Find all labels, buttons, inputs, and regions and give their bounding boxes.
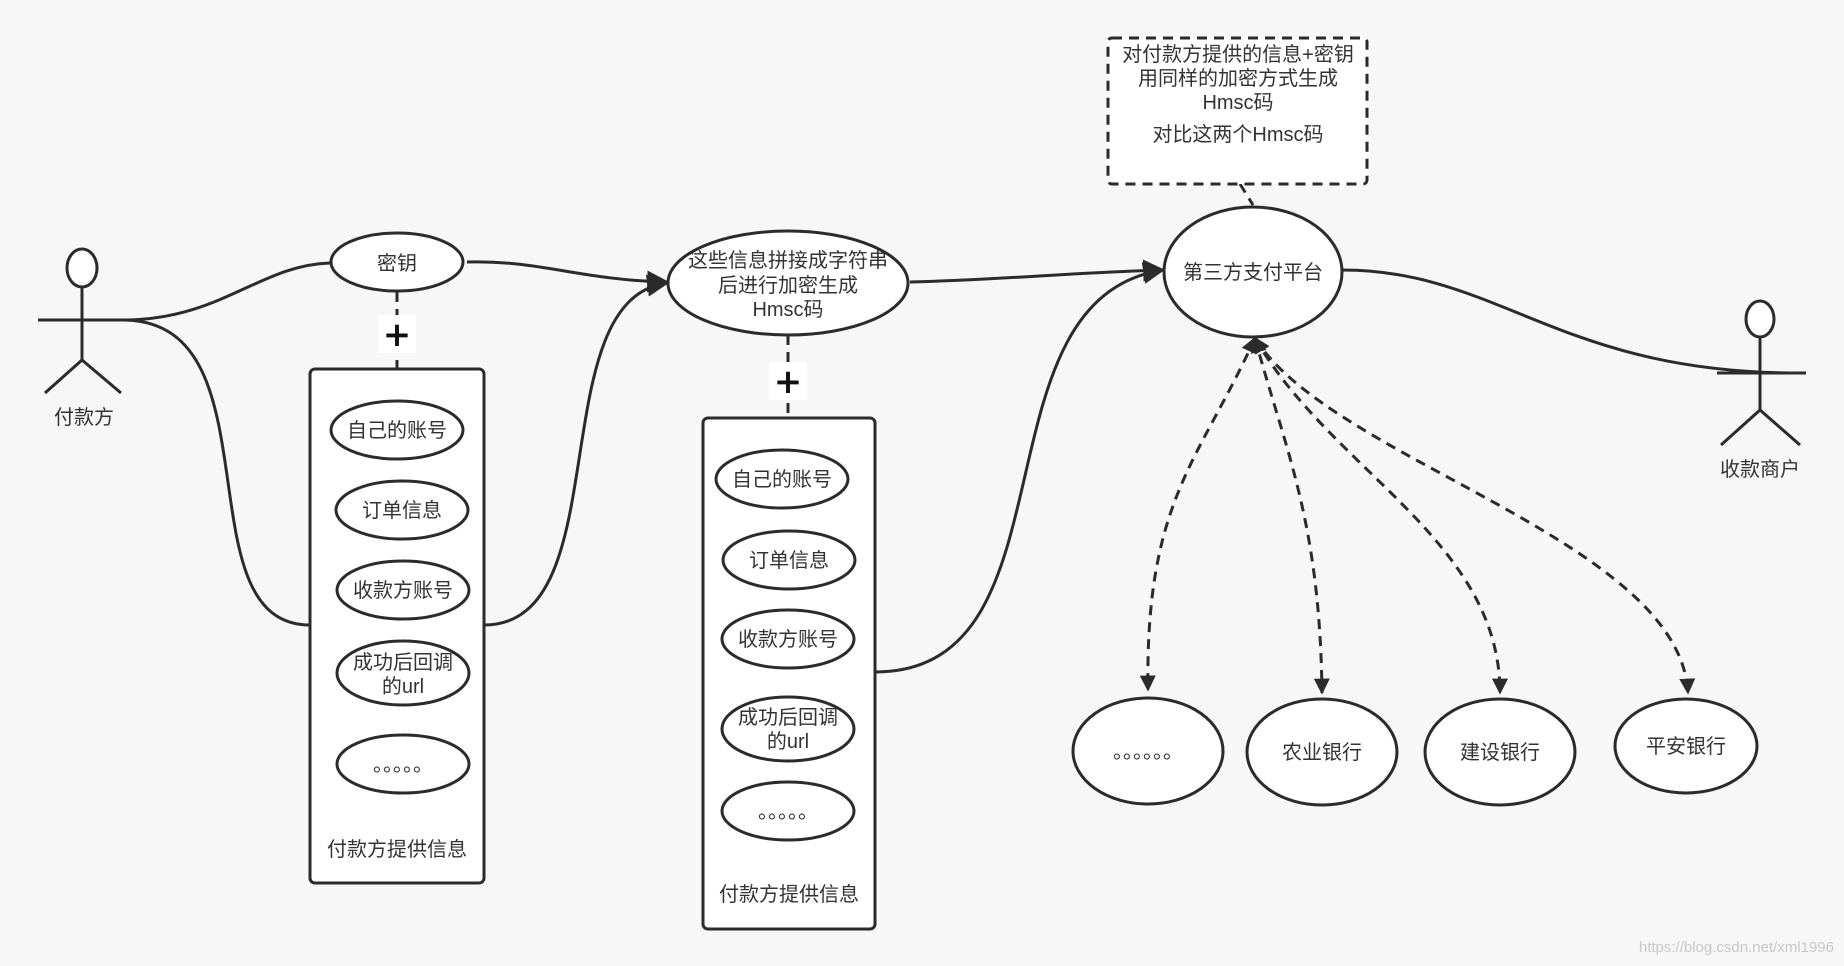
plus-bg-1 — [378, 315, 416, 353]
info-box-1-item-4 — [335, 639, 471, 707]
plus-sign-2: + — [774, 362, 803, 402]
info-box-2[interactable] — [701, 416, 877, 931]
info-box-1-item-5-label: 。。。。。 — [373, 754, 433, 776]
plus-bg-2 — [769, 362, 807, 400]
merchant-label: 收款商户 — [1720, 458, 1800, 481]
edge-platform-bank-4[interactable] — [1253, 336, 1696, 695]
info-box-2-item-1 — [714, 448, 850, 510]
hmsc-gen-line-1: 这些信息拼接成字符串 — [688, 249, 888, 272]
info-box-2-item-3-label: 收款方账号 — [738, 628, 838, 651]
platform-label: 第三方支付平台 — [1183, 261, 1323, 284]
info-box-2-item-4 — [720, 695, 856, 763]
edge-payer-to-infobox1 — [122, 318, 311, 627]
note-line-1: 对付款方提供的信息+密钥 — [1122, 43, 1354, 66]
note-line-2: 用同样的加密方式生成 — [1138, 67, 1338, 90]
info-box-2-caption: 付款方提供信息 — [719, 883, 859, 906]
info-box-1-caption: 付款方提供信息 — [327, 838, 467, 861]
hmsc-generation-node[interactable] — [666, 229, 910, 337]
info-box-1[interactable] — [308, 367, 486, 885]
info-box-1-item-4-label-2: 的url — [382, 675, 424, 698]
edge-payer-to-key — [122, 261, 331, 322]
note-line-4: 对比这两个Hmsc码 — [1152, 123, 1323, 146]
info-box-1-item-3-label: 收款方账号 — [353, 579, 453, 602]
info-box-1-item-1-label: 自己的账号 — [347, 419, 447, 442]
info-box-2-item-5 — [720, 780, 856, 842]
edge-infobox2-to-platform[interactable] — [874, 262, 1166, 674]
plus-sign-1: + — [383, 315, 412, 355]
edge-hmsc-to-platform[interactable] — [909, 259, 1166, 284]
info-box-2-item-5-label: 。。。。。 — [758, 801, 818, 823]
info-box-2-item-1-label: 自己的账号 — [732, 468, 832, 491]
info-box-1-item-5 — [335, 733, 471, 795]
note-line-3: Hmsc码 — [1202, 92, 1273, 114]
edge-infobox1-to-hmsc[interactable] — [483, 274, 670, 627]
payer-actor-icon[interactable] — [38, 247, 126, 395]
bank-node-1[interactable] — [1071, 696, 1225, 806]
bank-node-3[interactable] — [1423, 697, 1577, 807]
edge-platform-bank-2[interactable] — [1251, 336, 1330, 695]
verification-note — [1106, 36, 1369, 186]
bank-3-label: 建设银行 — [1460, 741, 1540, 764]
hmsc-gen-line-2: 后进行加密生成 — [718, 274, 858, 297]
info-box-1-item-4-label-1: 成功后回调 — [353, 651, 453, 674]
edge-key-to-hmsc[interactable] — [466, 260, 670, 293]
info-box-2-item-2-label: 订单信息 — [749, 549, 829, 572]
info-box-1-item-3 — [335, 559, 471, 621]
info-box-2-item-3 — [720, 608, 856, 670]
info-box-2-item-4-label-2: 的url — [767, 730, 809, 753]
payment-platform-node[interactable] — [1162, 205, 1344, 339]
edge-platform-to-merchant — [1341, 268, 1806, 375]
info-box-2-item-2 — [721, 529, 857, 591]
info-box-1-item-1 — [329, 399, 465, 461]
info-box-1-item-2-label: 订单信息 — [362, 499, 442, 522]
edge-note-to-platform — [1238, 183, 1255, 206]
info-box-2-item-4-label-1: 成功后回调 — [738, 706, 838, 729]
info-box-1-item-2 — [334, 479, 470, 541]
watermark: https://blog.csdn.net/xml1996 — [1639, 939, 1834, 956]
payer-label: 付款方 — [54, 406, 114, 429]
edge-platform-bank-1[interactable] — [1139, 336, 1257, 692]
bank-1-label: 。。。。。。 — [1113, 741, 1183, 763]
secret-key-label: 密钥 — [377, 252, 417, 275]
secret-key-node[interactable] — [329, 231, 465, 293]
bank-node-4[interactable] — [1613, 697, 1759, 795]
bank-2-label: 农业银行 — [1282, 741, 1362, 764]
bank-node-2[interactable] — [1245, 697, 1399, 807]
hmsc-gen-line-3: Hmsc码 — [752, 299, 823, 321]
merchant-actor-icon[interactable] — [1717, 299, 1806, 447]
bank-4-label: 平安银行 — [1646, 735, 1726, 758]
edge-platform-bank-3[interactable] — [1253, 336, 1508, 695]
